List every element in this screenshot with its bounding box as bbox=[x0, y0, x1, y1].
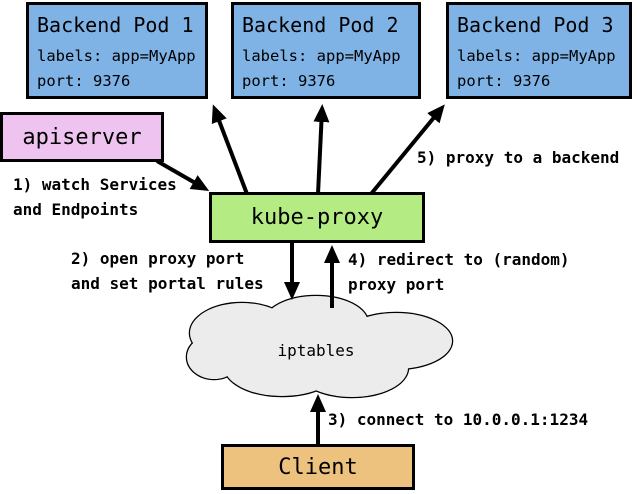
arrows bbox=[156, 104, 445, 446]
backend-pod-1-port: port: 9376 bbox=[37, 72, 131, 90]
backend-pod-3-title: Backend Pod 3 bbox=[457, 13, 614, 37]
step1-annotation: 1) watch Services and Endpoints bbox=[13, 172, 177, 222]
step2-line2: and set portal rules bbox=[71, 274, 264, 293]
step4-line2: proxy port bbox=[348, 275, 445, 294]
arrow-step5-kubeproxy-to-pod3 bbox=[369, 104, 445, 196]
backend-pod-1-labels: labels: app=MyApp bbox=[37, 47, 196, 65]
iptables-cloud bbox=[185, 294, 454, 399]
client-box: Client bbox=[221, 444, 415, 490]
step4-annotation: 4) redirect to (random) proxy port bbox=[348, 247, 570, 297]
step1-line2: and Endpoints bbox=[13, 200, 139, 219]
arrow-step1-apiserver-to-kubeproxy bbox=[156, 159, 210, 191]
step2-line1: 2) open proxy port bbox=[71, 249, 245, 268]
step2-annotation: 2) open proxy port and set portal rules bbox=[71, 246, 264, 296]
backend-pod-2-title: Backend Pod 2 bbox=[242, 13, 399, 37]
arrow-kubeproxy-to-pod1 bbox=[211, 104, 249, 195]
kube-proxy-box: kube-proxy bbox=[209, 192, 425, 243]
kube-proxy-label: kube-proxy bbox=[250, 205, 384, 230]
step1-line1: 1) watch Services bbox=[13, 175, 177, 194]
backend-pod-2-labels: labels: app=MyApp bbox=[242, 47, 401, 65]
backend-pod-3-labels: labels: app=MyApp bbox=[457, 47, 616, 65]
backend-pod-2-port: port: 9376 bbox=[242, 72, 336, 90]
backend-pod-3-box: Backend Pod 3 labels: app=MyApp port: 93… bbox=[446, 2, 632, 99]
backend-pod-1-title: Backend Pod 1 bbox=[37, 13, 194, 37]
step3-line1: 3) connect to 10.0.0.1:1234 bbox=[328, 410, 589, 429]
apiserver-box: apiserver bbox=[0, 112, 164, 162]
backend-pod-3-port: port: 9376 bbox=[457, 72, 551, 90]
step5-annotation: 5) proxy to a backend bbox=[417, 145, 619, 170]
step5-line1: 5) proxy to a backend bbox=[417, 148, 620, 167]
arrow-kubeproxy-to-pod2 bbox=[313, 104, 330, 195]
apiserver-label: apiserver bbox=[22, 124, 142, 150]
backend-pod-2-box: Backend Pod 2 labels: app=MyApp port: 93… bbox=[231, 2, 421, 99]
iptables-label: iptables bbox=[277, 341, 355, 360]
backend-pod-1-box: Backend Pod 1 labels: app=MyApp port: 93… bbox=[26, 2, 208, 99]
client-label: Client bbox=[278, 454, 358, 480]
step4-line1: 4) redirect to (random) bbox=[348, 250, 570, 269]
step3-annotation: 3) connect to 10.0.0.1:1234 bbox=[328, 407, 588, 432]
